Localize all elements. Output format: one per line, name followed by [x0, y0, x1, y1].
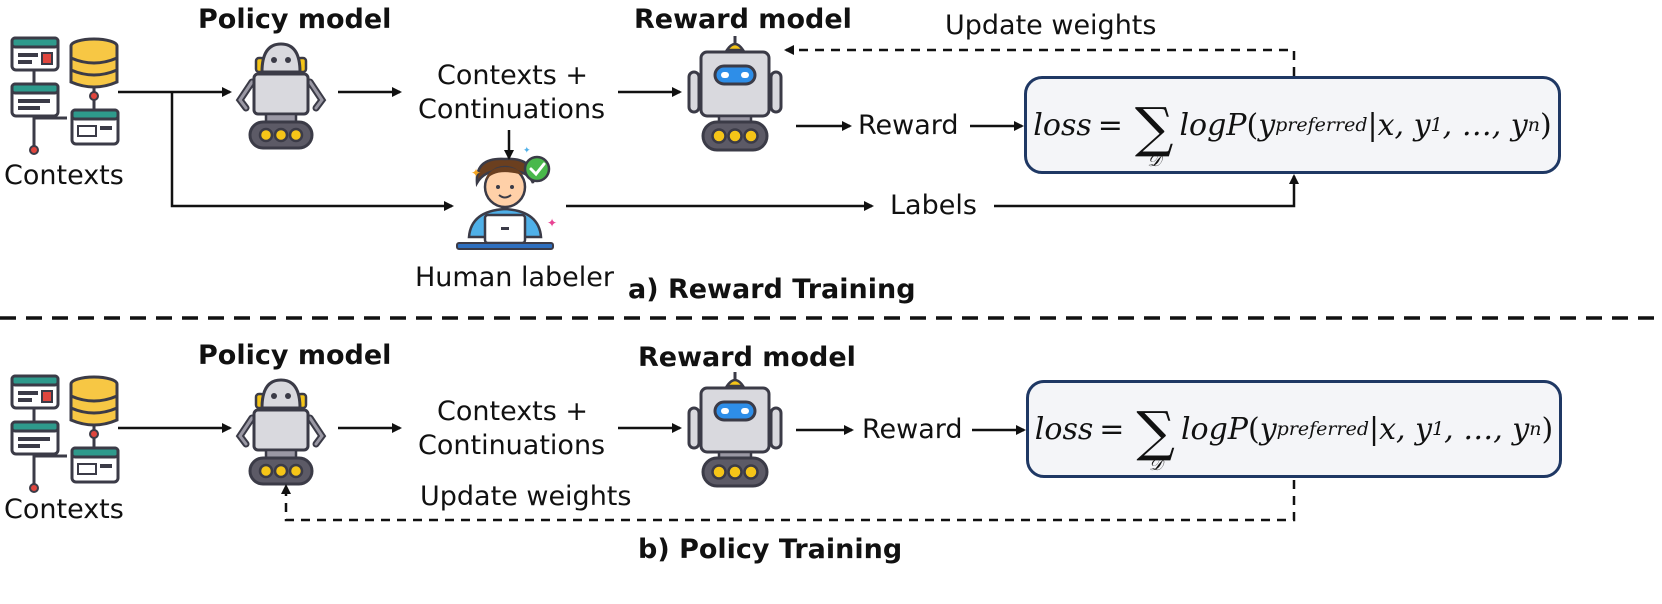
caption-b: b) Policy Training: [638, 534, 903, 565]
policy-model-title-a: Policy model: [198, 4, 392, 35]
update-weights-label-b: Update weights: [420, 481, 632, 512]
loss-subn: n: [1529, 418, 1542, 440]
edge-update-weights-a: [784, 45, 1296, 76]
sum-operator: ∑ 𝒟: [1136, 400, 1175, 475]
loss-close: ): [1541, 411, 1554, 447]
reward-robot-icon: [687, 34, 783, 152]
edge-contexts-human: [170, 92, 454, 211]
continuations-line2-b: Continuations: [418, 430, 606, 461]
loss-sub1: 1: [1432, 418, 1445, 440]
loss-y: y: [1259, 411, 1277, 447]
loss-func: logP: [1179, 107, 1247, 143]
contexts-label-b: Contexts: [4, 494, 124, 525]
reward-label-b: Reward: [862, 414, 963, 445]
svg-text:✦: ✦: [471, 166, 481, 180]
loss-y-sub: preferred: [1276, 418, 1369, 440]
loss-dots: , …, y: [1442, 107, 1528, 143]
loss-subn: n: [1527, 114, 1540, 136]
edge-labels-loss: [994, 174, 1299, 208]
continuations-line2-a: Continuations: [418, 94, 606, 125]
sum-subscript: 𝒟: [1148, 454, 1163, 475]
loss-args: |x, y: [1369, 411, 1433, 447]
loss-y-sub: preferred: [1275, 114, 1368, 136]
sum-operator: ∑ 𝒟: [1134, 96, 1174, 171]
sum-subscript: 𝒟: [1147, 150, 1161, 171]
loss-close: ): [1539, 107, 1552, 143]
continuations-line1-a: Contexts +: [437, 60, 589, 91]
svg-text:✦: ✦: [547, 216, 557, 230]
loss-dots: , …, y: [1444, 411, 1530, 447]
loss-eq: =: [1097, 107, 1123, 143]
loss-lhs: loss: [1034, 411, 1094, 447]
loss-eq: =: [1099, 411, 1125, 447]
database-server-icon: [10, 374, 120, 494]
labels-label: Labels: [890, 190, 977, 221]
sigma-symbol: ∑: [1136, 400, 1175, 464]
sigma-symbol: ∑: [1134, 96, 1174, 160]
loss-args: |x, y: [1367, 107, 1431, 143]
policy-robot-icon: [240, 44, 322, 148]
continuations-line1-b: Contexts +: [437, 396, 589, 427]
reward-label-a: Reward: [858, 110, 959, 141]
update-weights-label-a: Update weights: [945, 10, 1157, 41]
human-labeler-icon: ✦ ✦ ✦: [456, 146, 557, 250]
reward-model-title-b: Reward model: [638, 342, 856, 373]
contexts-label-a: Contexts: [4, 160, 124, 191]
reward-robot-icon: [687, 370, 783, 488]
reward-model-title-a: Reward model: [634, 4, 852, 35]
loss-sub1: 1: [1430, 114, 1443, 136]
database-server-icon: [10, 36, 120, 156]
edge-update-weights-b: [281, 480, 1296, 522]
policy-model-title-b: Policy model: [198, 340, 392, 371]
caption-a: a) Reward Training: [628, 274, 916, 305]
policy-robot-icon: [240, 380, 322, 484]
human-labeler-label: Human labeler: [415, 262, 614, 293]
loss-lhs: loss: [1033, 107, 1092, 143]
svg-text:✦: ✦: [523, 146, 531, 156]
loss-y: y: [1258, 107, 1276, 143]
loss-func: logP: [1180, 411, 1248, 447]
